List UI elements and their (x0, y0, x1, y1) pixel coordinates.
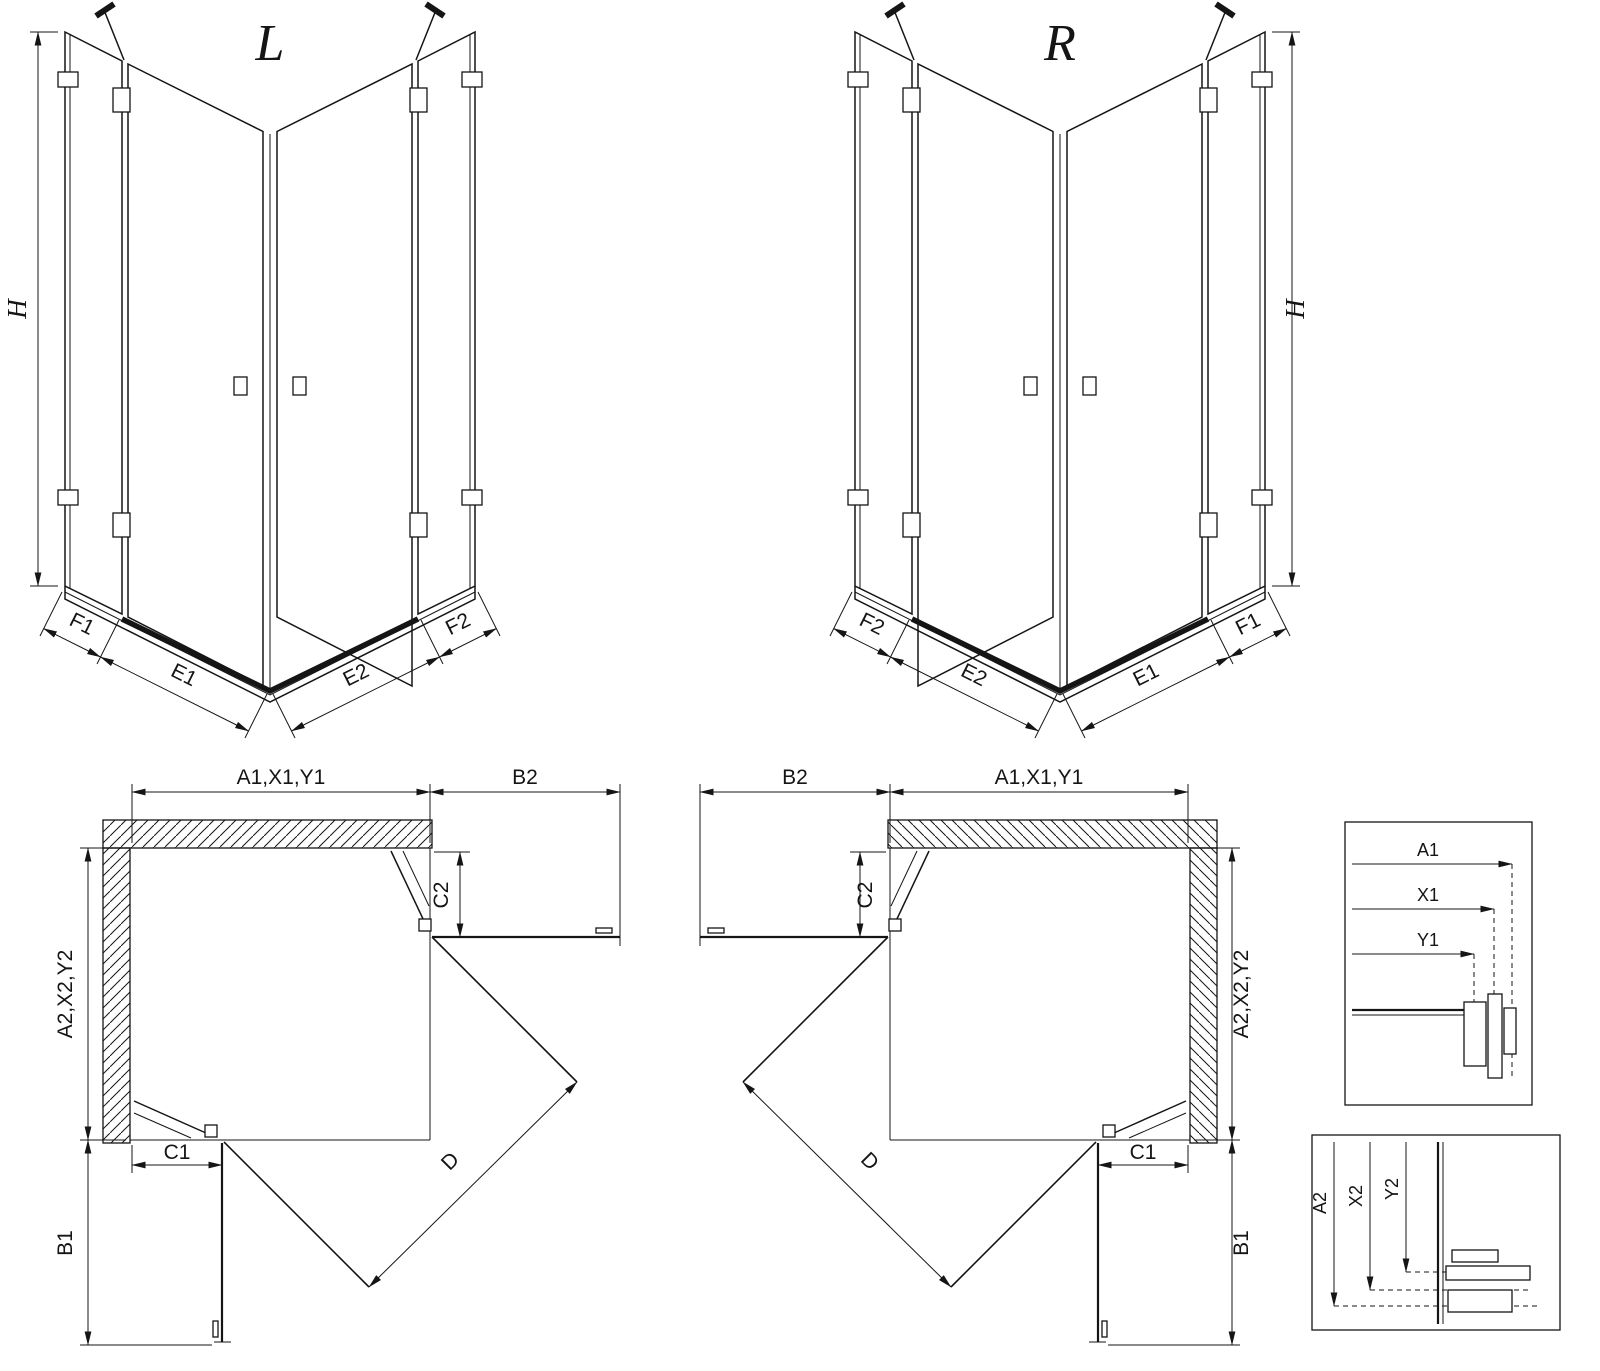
detail-dim-a2: A2 (1310, 1192, 1330, 1214)
plan-left-dim-d: D (437, 1148, 464, 1175)
detail-box-depths: A2 X2 Y2 (1310, 1134, 1561, 1331)
dim-label-h-right: H (1280, 298, 1310, 320)
detail-dim-x1: X1 (1417, 885, 1439, 905)
variant-label-right: R (1043, 15, 1076, 72)
perspective-left-geometry (30, 4, 500, 738)
detail-dim-a1: A1 (1417, 840, 1439, 860)
plan-left-dim-a2x2y2: A2,X2,Y2 (54, 950, 77, 1039)
plan-left-dim-c1: C1 (164, 1141, 191, 1164)
perspective-right-labels: R H F2 E2 E1 F1 (856, 15, 1310, 691)
plan-right-dim-a1x1y1: A1,X1,Y1 (995, 766, 1084, 789)
plan-right-dim-c2: C2 (854, 882, 877, 909)
plan-right-dim-b2: B2 (782, 766, 808, 789)
detail-dim-y2: Y2 (1382, 1178, 1402, 1200)
perspective-right-geometry (830, 4, 1300, 738)
plan-right-dim-d: D (856, 1148, 883, 1175)
plan-left-dim-b2: B2 (512, 766, 538, 789)
detail-box-widths: A1 X1 Y1 (1344, 821, 1533, 1106)
plan-right-dim-b1: B1 (1230, 1230, 1253, 1256)
detail-dim-y1: Y1 (1417, 930, 1439, 950)
plan-left-dim-b1: B1 (54, 1230, 77, 1256)
plan-left-dim-c2: C2 (430, 882, 453, 909)
plan-left-dim-a1x1y1: A1,X1,Y1 (237, 766, 326, 789)
plan-right-dim-a2x2y2: A2,X2,Y2 (1230, 950, 1253, 1039)
dim-label-h-left: H (2, 298, 32, 320)
detail-dim-x2: X2 (1346, 1185, 1366, 1207)
plan-right-dim-c1: C1 (1130, 1141, 1157, 1164)
plan-right-labels: A1,X1,Y1 B2 C2 A2,X2,Y2 C1 B1 D (782, 766, 1253, 1256)
plan-right-geometry (700, 784, 1240, 1345)
variant-label-left: L (255, 15, 285, 72)
plan-left-geometry (80, 784, 620, 1345)
